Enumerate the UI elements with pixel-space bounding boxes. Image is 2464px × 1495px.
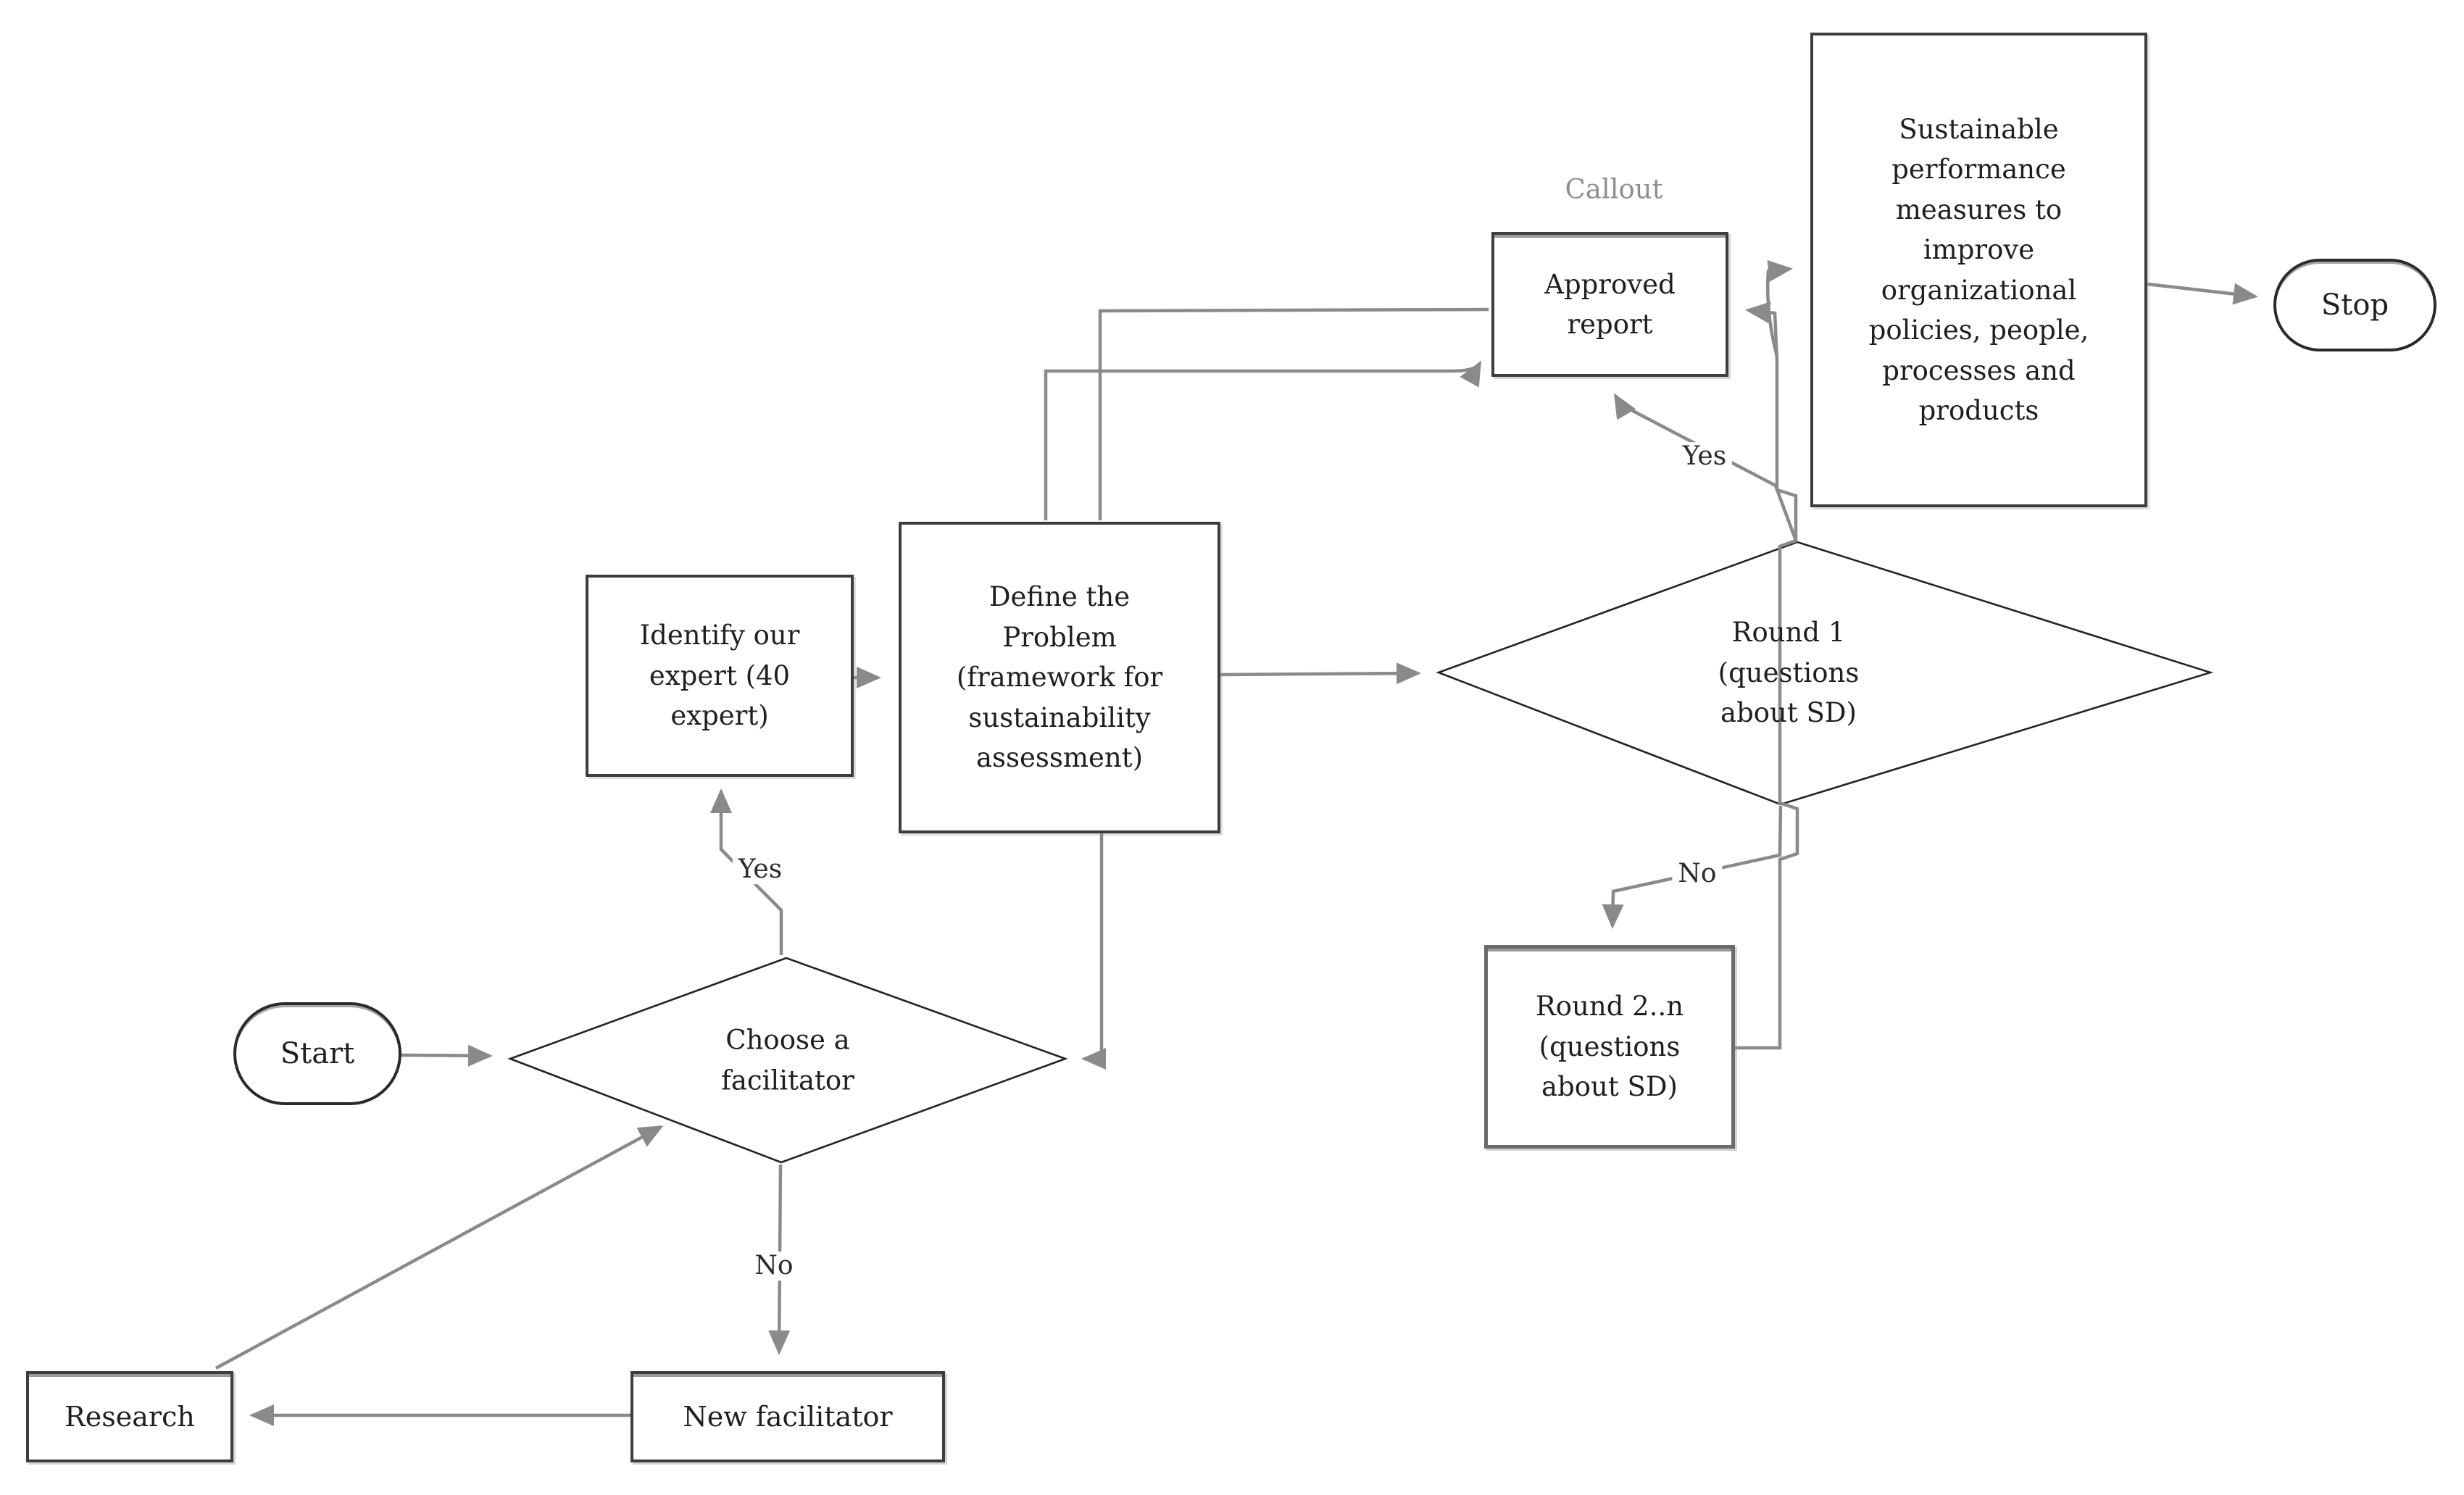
edge-round2n-up-to-approved xyxy=(1735,301,1799,1050)
research-node: Research xyxy=(26,1371,233,1462)
approved-report-node: Approved report xyxy=(1491,232,1728,377)
define-problem-line5: assessment) xyxy=(975,742,1144,774)
choose-facilitator-line1: Choose a xyxy=(725,1024,850,1056)
identify-expert-line2: expert (40 xyxy=(649,659,791,691)
sustainable-line3: measures to xyxy=(1895,193,2063,225)
round-1-line1: Round 1 xyxy=(1731,616,1846,648)
choose-facilitator-text: Choose a facilitator xyxy=(636,1020,940,1101)
round-2n-line1: Round 2..n xyxy=(1535,991,1684,1023)
round1-no-label: No xyxy=(1672,859,1723,888)
sustainable-measures-node: Sustainable performance measures to impr… xyxy=(1810,33,2147,507)
round-2n-line3: about SD) xyxy=(1541,1071,1678,1103)
define-problem-node: Define the Problem (framework for sustai… xyxy=(899,522,1220,833)
edge-define-to-approved-upper xyxy=(1098,307,1489,520)
sustainable-line2: performance xyxy=(1891,154,2066,185)
identify-expert-line3: expert) xyxy=(670,700,769,732)
define-problem-line2: Problem xyxy=(1002,621,1117,653)
callout-label: Callout xyxy=(1559,175,1669,205)
choose-facilitator-diamond-shape xyxy=(507,957,1068,1164)
edge-fork-to-sustainable xyxy=(1765,260,1793,357)
define-problem-line3: (framework for xyxy=(956,662,1163,694)
stop-label: Stop xyxy=(2321,288,2389,322)
approved-report-line1: Approved xyxy=(1544,268,1676,300)
edge-start-to-facilitator xyxy=(401,1044,493,1067)
choose-facilitator-line2: facilitator xyxy=(721,1065,854,1096)
identify-expert-line1: Identify our xyxy=(639,620,800,651)
round1-yes-label: Yes xyxy=(1676,442,1733,471)
start-node: Start xyxy=(233,1002,401,1105)
edge-define-to-approved-lower xyxy=(1044,360,1481,520)
round-2n-node: Round 2..n (questions about SD) xyxy=(1484,945,1735,1149)
sustainable-line5: organizational xyxy=(1881,274,2077,306)
round-1-line2: (questions xyxy=(1718,657,1860,688)
round-1-diamond-shape xyxy=(1436,541,2214,806)
sustainable-line4: improve xyxy=(1923,234,2035,265)
stop-node: Stop xyxy=(2273,259,2436,351)
edge-research-to-facilitator xyxy=(215,1125,664,1370)
round-1-text: Round 1 (questions about SD) xyxy=(1636,612,1941,733)
sustainable-line1: Sustainable xyxy=(1899,113,2059,145)
sustainable-line8: products xyxy=(1918,395,2039,426)
facilitator-no-label: No xyxy=(749,1252,799,1280)
edge-define-to-round1 xyxy=(1220,662,1421,685)
new-facilitator-node: New facilitator xyxy=(630,1371,945,1462)
round-1-line3: about SD) xyxy=(1720,696,1857,728)
research-label: Research xyxy=(64,1400,195,1433)
identify-expert-node: Identify our expert (40 expert) xyxy=(586,575,854,777)
edge-sustainable-to-stop xyxy=(2147,282,2258,305)
define-problem-line1: Define the xyxy=(988,581,1131,613)
sustainable-line7: processes and xyxy=(1882,354,2076,386)
round-2n-line2: (questions xyxy=(1539,1030,1681,1062)
approved-report-line2: report xyxy=(1567,309,1653,340)
edge-define-to-facilitator xyxy=(1081,833,1106,1070)
define-problem-line4: sustainability xyxy=(968,701,1151,733)
start-label: Start xyxy=(280,1037,355,1070)
sustainable-line6: policies, people, xyxy=(1868,315,2089,346)
new-facilitator-label: New facilitator xyxy=(683,1400,893,1433)
facilitator-yes-label: Yes xyxy=(732,855,788,884)
